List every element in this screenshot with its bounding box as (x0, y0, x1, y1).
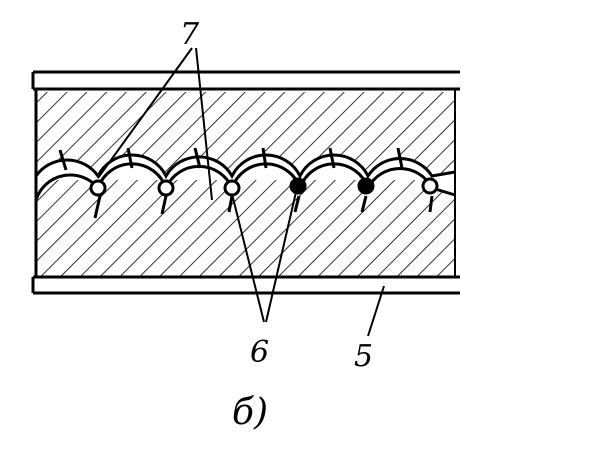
outer-sheet-top (31, 70, 460, 91)
cusp-spikes (58, 147, 434, 219)
seam-ball (289, 177, 307, 195)
seam-ball (421, 177, 439, 195)
seam-ball (157, 179, 175, 197)
leader-lines (97, 47, 385, 337)
seam-ball (89, 179, 107, 197)
hatched-layer-top (34, 92, 456, 180)
outer-sheet-bottom (31, 275, 460, 295)
seam-balls (89, 177, 439, 197)
label-5: 5 (354, 339, 373, 374)
label-7: 7 (180, 17, 200, 52)
seam-ball (357, 177, 375, 195)
seam-ball (223, 179, 241, 197)
label-6: 6 (250, 335, 269, 370)
figure-caption: б) (232, 392, 268, 433)
